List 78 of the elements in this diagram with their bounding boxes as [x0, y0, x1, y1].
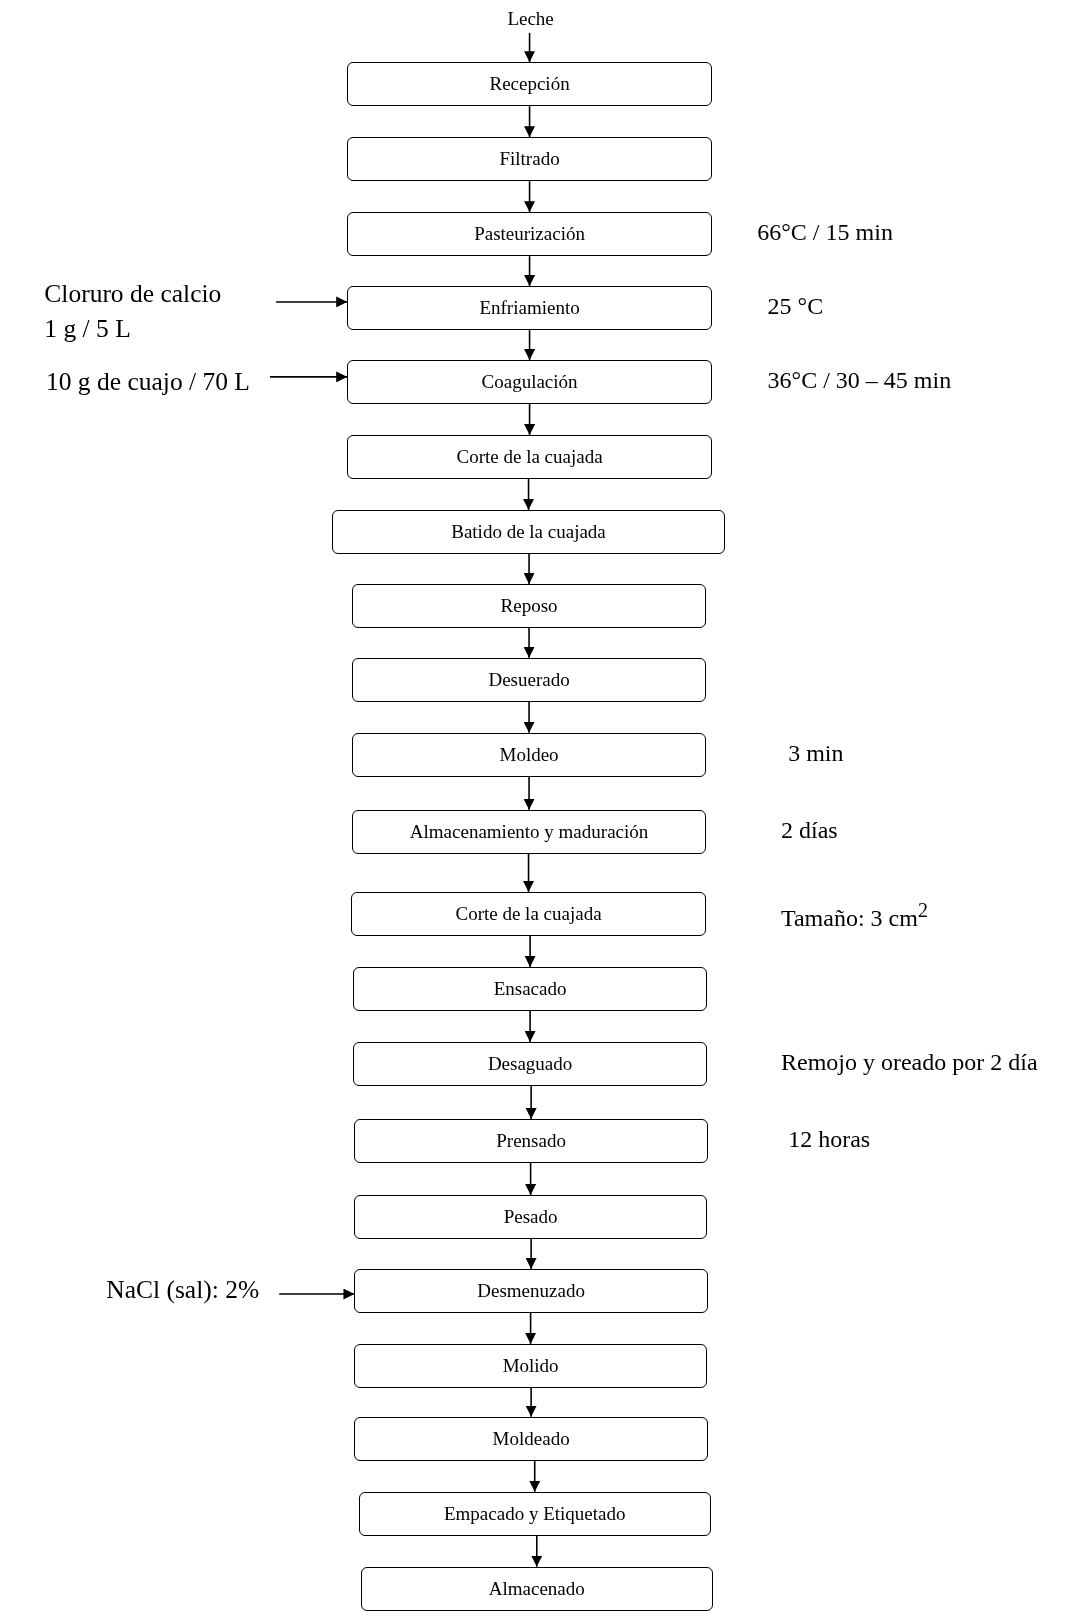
step-label: 10 g de cuajo / 70 L: [45, 366, 250, 396]
step-label: Enfriamiento: [479, 297, 580, 320]
process-box: [352, 732, 706, 777]
arrow: [524, 255, 536, 287]
step-label: Moldeado: [492, 1427, 570, 1450]
step-label: NaCl (sal): 2%: [106, 1275, 260, 1305]
step-label: Almacenamiento y maduración: [409, 820, 649, 843]
arrow: [524, 1010, 536, 1043]
arrow: [523, 478, 535, 511]
condition-note: Remojo y oreado por 2 día: [780, 1048, 1038, 1076]
condition-note: 2 días: [780, 816, 838, 844]
process-box: [354, 1119, 708, 1163]
process-box: [354, 1268, 708, 1313]
arrow: [523, 853, 535, 893]
process-box: [358, 1491, 711, 1536]
step-label: Almacenado: [488, 1577, 585, 1600]
arrow: [524, 105, 536, 138]
arrow: [278, 1288, 356, 1300]
arrow: [269, 371, 348, 383]
process-box: [353, 1041, 707, 1086]
arrow: [524, 403, 536, 436]
step-label: Coagulación: [481, 371, 578, 394]
arrow: [531, 1535, 543, 1568]
condition-note: 36°C / 30 – 45 min: [767, 367, 952, 395]
arrow: [524, 935, 536, 968]
step-label: Molido: [502, 1354, 559, 1377]
step-label: Reposo: [500, 594, 558, 617]
process-box: [354, 1195, 707, 1239]
arrow: [525, 1162, 537, 1196]
arrow: [525, 1085, 537, 1120]
step-label: Filtrado: [499, 148, 560, 171]
step-label: Ensacado: [493, 978, 567, 1000]
arrow: [525, 1238, 537, 1270]
process-box: [347, 286, 712, 331]
process-box: [354, 1343, 707, 1388]
process-box: [351, 892, 706, 936]
step-label: Prensado: [496, 1130, 566, 1152]
step-label: Corte de la cuajada: [456, 446, 603, 468]
step-label: Cloruro de calcio 1 g / 5 L: [44, 278, 223, 345]
step-label: Desmenuzado: [477, 1279, 585, 1302]
step-label: Pesado: [503, 1206, 558, 1228]
process-box: [347, 360, 712, 405]
arrow: [524, 329, 536, 361]
arrow: [525, 1387, 537, 1418]
arrow: [524, 32, 536, 63]
step-label: Desuerado: [488, 668, 570, 691]
step-label: Corte de la cuajada: [455, 903, 602, 925]
condition-note: 66°C / 15 min: [757, 219, 893, 247]
step-label: Desaguado: [487, 1052, 573, 1075]
arrow: [523, 776, 535, 811]
step-label: Moldeo: [499, 743, 559, 766]
process-box: [331, 510, 726, 554]
arrow: [523, 627, 535, 659]
step-label: Batido de la cuajada: [451, 521, 606, 543]
condition-note: Tamaño: 3 cm$^{2}$: [780, 899, 928, 932]
process-box: [347, 137, 712, 182]
step-label: Leche: [507, 8, 554, 30]
arrow: [529, 1460, 541, 1493]
process-box: [360, 1566, 713, 1611]
arrow: [525, 1312, 537, 1345]
condition-note: 12 horas: [788, 1126, 871, 1153]
process-box: [347, 435, 712, 479]
process-box: [353, 967, 707, 1011]
process-box: [352, 583, 706, 628]
process-box: [352, 809, 706, 854]
arrow: [523, 701, 535, 734]
arrow: [523, 553, 535, 585]
process-box: [347, 62, 712, 107]
process-box: [354, 1416, 708, 1461]
process-box: [347, 212, 712, 257]
process-box: [352, 657, 706, 702]
condition-note: 3 min: [788, 739, 844, 767]
step-label: Pasteurización: [474, 223, 585, 246]
step-label: Recepción: [489, 73, 570, 96]
arrow: [524, 180, 536, 213]
step-label: Empacado y Etiquetado: [443, 1502, 626, 1525]
condition-note: 25 °C: [767, 293, 824, 321]
arrow: [275, 296, 348, 308]
